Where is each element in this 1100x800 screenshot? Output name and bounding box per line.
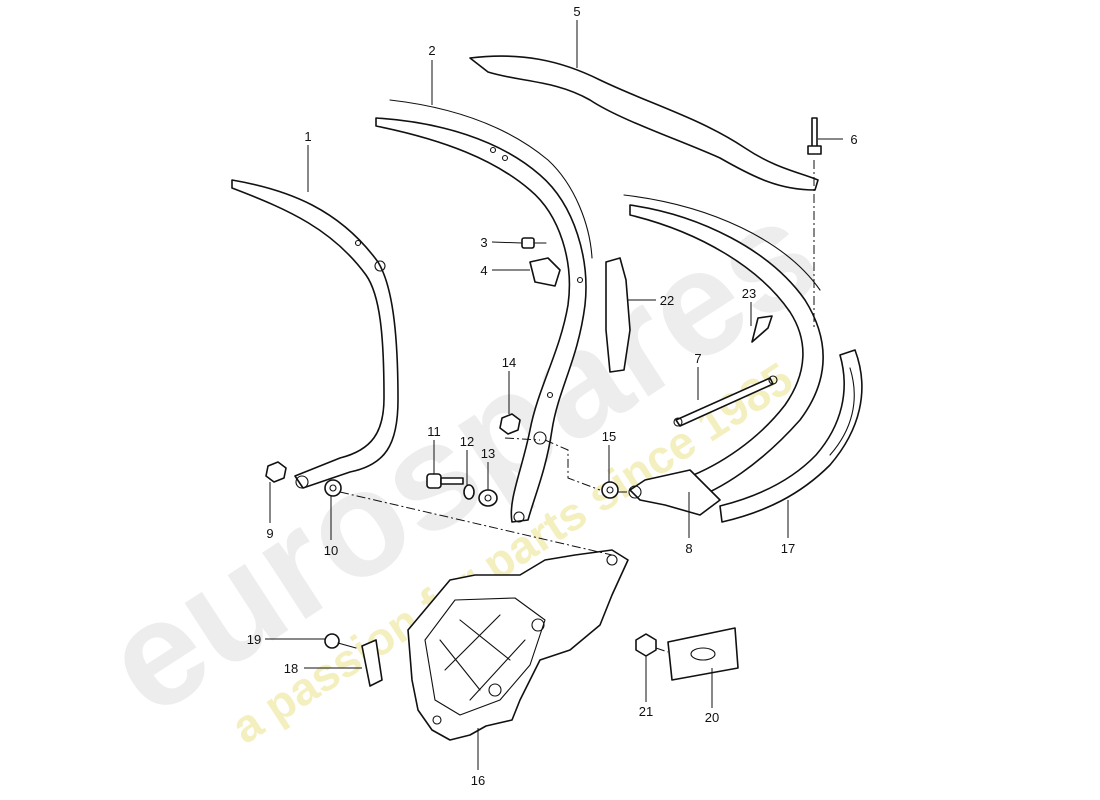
callout-23: 23 bbox=[742, 286, 756, 301]
callout-1: 1 bbox=[304, 129, 311, 144]
callout-7: 7 bbox=[694, 351, 701, 366]
part-4-bracket bbox=[529, 257, 561, 287]
callout-19: 19 bbox=[247, 632, 261, 647]
part-17-weatherstrip bbox=[719, 349, 863, 523]
part-19-screw bbox=[324, 633, 357, 649]
part-9-nut bbox=[265, 461, 287, 483]
callout-6: 6 bbox=[850, 132, 857, 147]
part-15-bushing bbox=[601, 481, 619, 499]
part-21-nut bbox=[635, 633, 657, 657]
callout-3: 3 bbox=[480, 235, 487, 250]
callout-22: 22 bbox=[660, 293, 674, 308]
callout-9: 9 bbox=[266, 526, 273, 541]
part-3-screw bbox=[521, 237, 547, 249]
part-7-rod bbox=[673, 375, 778, 427]
callout-13: 13 bbox=[481, 446, 495, 461]
callout-14: 14 bbox=[502, 355, 516, 370]
callout-4: 4 bbox=[480, 263, 487, 278]
part-5-headliner-panel bbox=[469, 55, 819, 191]
part-23-clip bbox=[751, 315, 773, 343]
part-6-pin bbox=[807, 117, 822, 155]
part-18-bracket bbox=[361, 639, 383, 687]
part-20-plate bbox=[667, 627, 739, 681]
part-13-washer bbox=[478, 489, 498, 507]
callout-12: 12 bbox=[460, 434, 474, 449]
callout-10: 10 bbox=[324, 543, 338, 558]
callout-18: 18 bbox=[284, 661, 298, 676]
part-8-rear-rail bbox=[623, 194, 824, 516]
part-22-plate bbox=[605, 257, 631, 373]
assembly-lines bbox=[339, 160, 815, 653]
callout-16: 16 bbox=[471, 773, 485, 788]
callout-8: 8 bbox=[685, 541, 692, 556]
part-11-bolt bbox=[426, 473, 464, 489]
callout-17: 17 bbox=[781, 541, 795, 556]
callout-2: 2 bbox=[428, 43, 435, 58]
callout-labels: 1 2 3 4 5 6 7 8 9 10 11 12 13 14 15 16 1… bbox=[247, 4, 858, 788]
callout-20: 20 bbox=[705, 710, 719, 725]
part-14-nut bbox=[499, 413, 521, 435]
part-2-main-frame bbox=[375, 99, 593, 523]
callout-21: 21 bbox=[639, 704, 653, 719]
part-12-washer bbox=[463, 484, 475, 500]
callout-15: 15 bbox=[602, 429, 616, 444]
part-16-hinge-bracket bbox=[407, 549, 629, 741]
part-1-frame-bow bbox=[231, 179, 399, 489]
callout-5: 5 bbox=[573, 4, 580, 19]
part-10-bushing bbox=[324, 479, 342, 497]
callout-11: 11 bbox=[427, 424, 441, 439]
leader-lines bbox=[265, 20, 843, 770]
